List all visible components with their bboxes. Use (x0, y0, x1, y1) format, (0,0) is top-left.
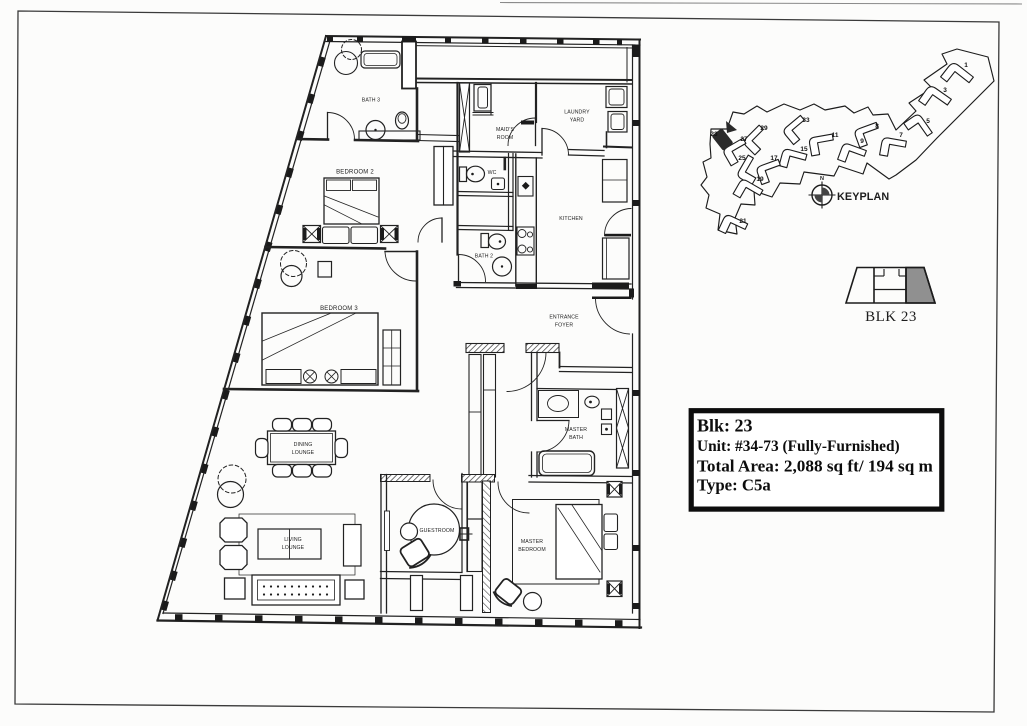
svg-text:ROOM: ROOM (497, 135, 514, 141)
svg-text:15: 15 (800, 146, 808, 153)
svg-text:7: 7 (899, 132, 903, 139)
svg-text:FOYER: FOYER (555, 323, 574, 329)
svg-text:MASTER: MASTER (521, 539, 543, 545)
svg-text:MAID'S: MAID'S (496, 127, 514, 133)
svg-text:Unit: #34-73 (Fully-Furnished): Unit: #34-73 (Fully-Furnished) (697, 438, 900, 455)
svg-text:5: 5 (926, 118, 930, 125)
svg-text:BATH 3: BATH 3 (362, 98, 380, 104)
svg-text:BATH 2: BATH 2 (475, 254, 493, 260)
svg-text:KITCHEN: KITCHEN (559, 216, 583, 222)
svg-text:3: 3 (943, 87, 947, 94)
svg-text:Total Area: 2,088 sq ft/ 194 s: Total Area: 2,088 sq ft/ 194 sq m (697, 457, 934, 476)
svg-text:N: N (820, 176, 824, 182)
svg-text:19: 19 (756, 176, 764, 183)
svg-text:DINING: DINING (294, 442, 313, 448)
svg-text:8: 8 (875, 123, 879, 130)
svg-text:Blk: 23: Blk: 23 (697, 416, 753, 436)
svg-text:17: 17 (770, 155, 778, 162)
svg-text:GUESTROOM: GUESTROOM (420, 528, 455, 534)
svg-text:LOUNGE: LOUNGE (282, 545, 305, 551)
svg-text:29: 29 (760, 125, 768, 132)
svg-text:LOUNGE: LOUNGE (292, 450, 315, 456)
svg-text:21: 21 (739, 218, 747, 225)
svg-text:23: 23 (710, 131, 718, 138)
svg-text:1: 1 (964, 62, 968, 69)
svg-text:BLK 23: BLK 23 (865, 309, 917, 325)
svg-text:33: 33 (802, 117, 810, 124)
svg-text:25: 25 (738, 155, 746, 162)
svg-text:ENTRANCE: ENTRANCE (549, 315, 579, 321)
svg-text:YARD: YARD (570, 118, 585, 124)
svg-text:LAUNDRY: LAUNDRY (564, 110, 590, 116)
svg-text:BEDROOM 3: BEDROOM 3 (320, 306, 358, 312)
svg-text:BEDROOM: BEDROOM (518, 547, 546, 553)
svg-text:27: 27 (740, 136, 748, 143)
svg-text:MASTER: MASTER (565, 427, 587, 433)
svg-text:LIVING: LIVING (284, 537, 302, 543)
svg-text:KEYPLAN: KEYPLAN (837, 191, 889, 203)
svg-text:WC: WC (488, 170, 497, 176)
svg-text:9: 9 (860, 138, 864, 145)
svg-text:Type: C5a: Type: C5a (697, 476, 771, 495)
svg-text:11: 11 (832, 132, 839, 139)
svg-text:BATH: BATH (569, 435, 583, 441)
svg-text:BEDROOM 2: BEDROOM 2 (336, 170, 374, 176)
